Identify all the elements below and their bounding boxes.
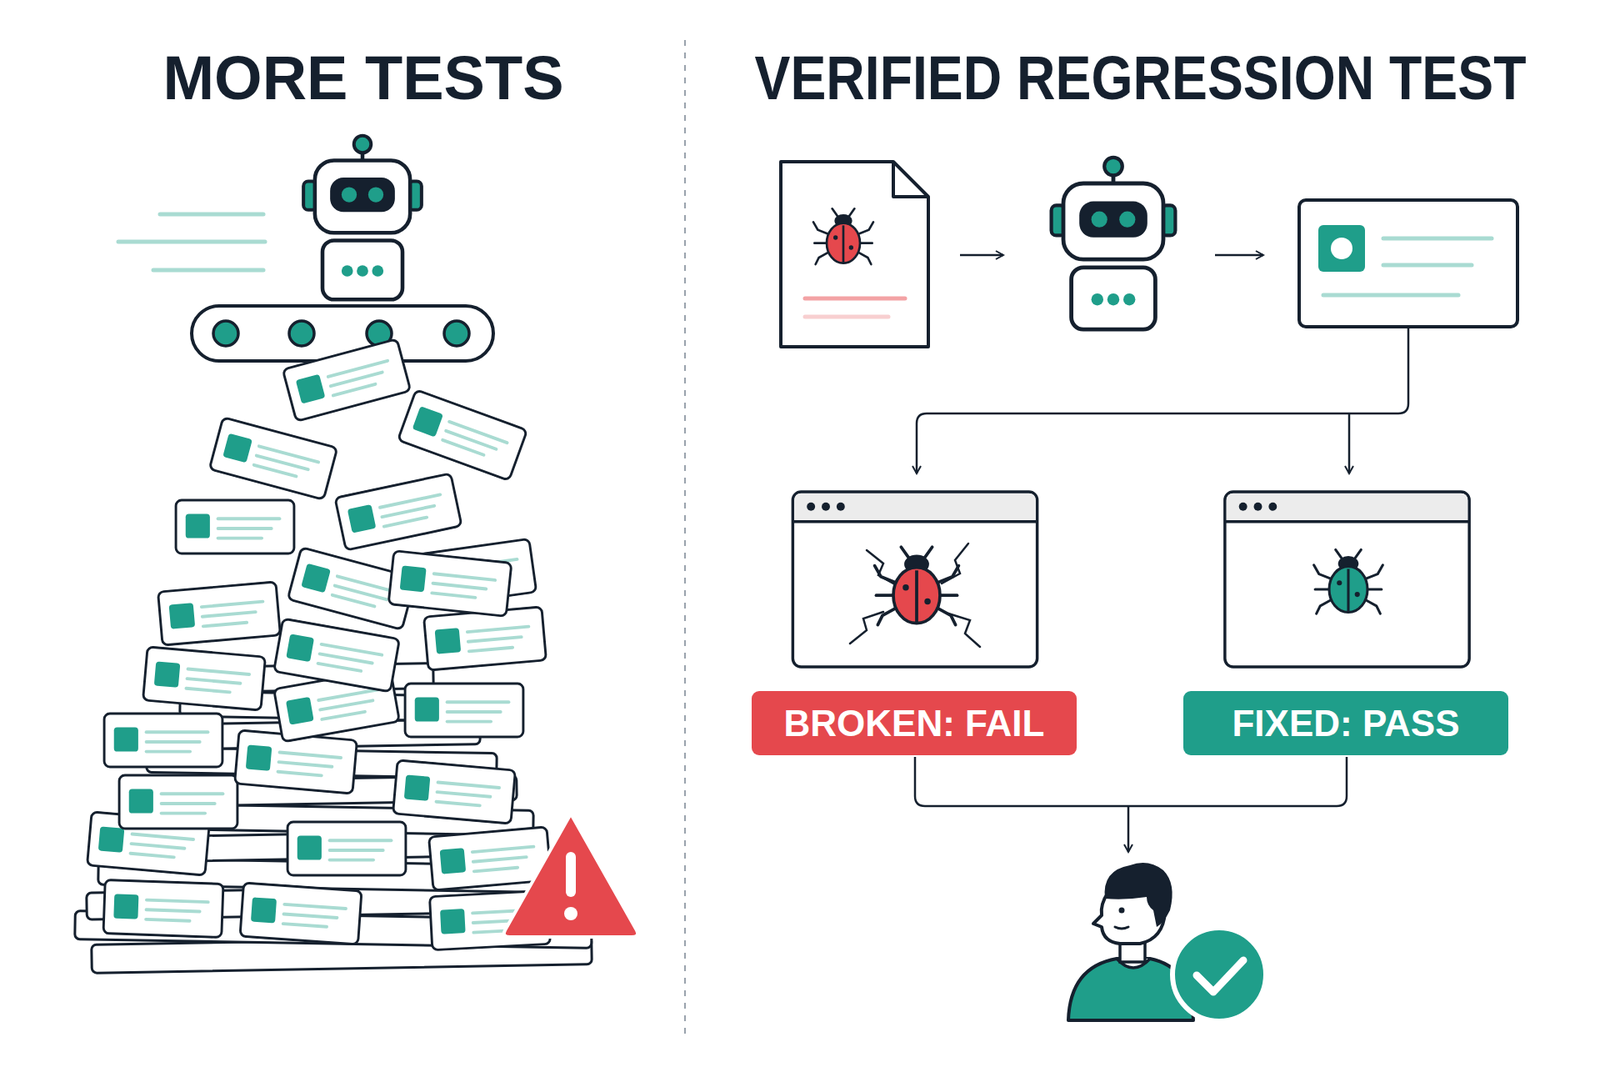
drawing-part	[850, 543, 980, 647]
drawing-part	[565, 851, 576, 897]
drawing-part	[792, 491, 1037, 667]
drawing-part	[1299, 200, 1518, 327]
drawing-part	[780, 161, 929, 347]
drawing-part	[1119, 907, 1125, 914]
drawing-part	[916, 326, 1409, 474]
bug-report	[780, 161, 929, 347]
drawing-part	[1105, 862, 1173, 927]
test-card	[287, 821, 406, 875]
flow-arrow	[1215, 254, 1264, 257]
drawing-part	[893, 161, 929, 197]
test-card	[274, 618, 400, 692]
drawing-part	[1127, 805, 1130, 852]
test-card	[393, 760, 516, 824]
badge-label: BROKEN: FAIL	[784, 705, 1045, 742]
test-card	[405, 683, 524, 737]
drawing-part	[1383, 263, 1472, 268]
test-card	[158, 581, 281, 645]
drawing-part	[1318, 225, 1365, 272]
fail-badge: BROKEN: FAIL	[751, 690, 1077, 755]
drawing-part	[1172, 927, 1266, 1021]
drawing-part	[160, 212, 264, 217]
drawing-part	[1348, 413, 1351, 474]
warning-sign	[504, 814, 638, 938]
robot	[303, 135, 422, 300]
drawing-part	[915, 756, 1347, 806]
robot	[1051, 157, 1176, 330]
fixed-window	[1225, 491, 1470, 667]
merge-lines	[915, 756, 1347, 852]
drawing-part	[1383, 236, 1492, 241]
drawing-part	[289, 320, 315, 346]
test-pile	[87, 339, 552, 950]
drawing-part	[153, 268, 264, 273]
drawing-part	[1115, 926, 1129, 929]
drawing-part	[941, 543, 969, 584]
drawing-part	[444, 320, 470, 346]
test-card	[143, 646, 266, 710]
divider	[684, 40, 686, 1035]
drawing-part	[813, 208, 874, 265]
speed-lines	[118, 214, 265, 270]
test-card	[1299, 200, 1518, 327]
test-card	[335, 473, 462, 550]
flow-arrow	[960, 254, 1004, 257]
test-card	[103, 879, 224, 937]
drawing-part	[805, 296, 905, 301]
reviewer-person	[1068, 862, 1266, 1021]
drawing-part	[1314, 549, 1384, 614]
drawing-part	[1323, 293, 1459, 298]
test-card	[175, 500, 295, 554]
drawing-part	[1330, 237, 1353, 260]
test-card	[240, 882, 362, 945]
drawing-part	[805, 315, 889, 320]
test-card	[424, 606, 547, 670]
drawing-part	[875, 546, 960, 625]
test-card	[104, 713, 223, 767]
drawing-part	[1225, 491, 1470, 667]
broken-window	[792, 491, 1037, 667]
pass-badge: FIXED: PASS	[1183, 690, 1509, 755]
drawing-part	[564, 906, 578, 920]
badge-label: FIXED: PASS	[1231, 705, 1460, 742]
drawing-part	[213, 320, 239, 346]
section-title: MORE TESTS	[162, 47, 564, 110]
test-card	[209, 417, 338, 500]
drawing-part	[504, 814, 638, 938]
test-card	[388, 550, 512, 617]
split-lines	[916, 326, 1409, 474]
drawing-part	[850, 611, 884, 644]
test-card	[282, 339, 411, 422]
drawing-part	[118, 240, 265, 245]
section-title: VERIFIED REGRESSION TEST	[754, 47, 1526, 110]
test-card	[119, 775, 238, 829]
drawing-part	[1196, 960, 1244, 992]
test-card	[397, 390, 527, 481]
